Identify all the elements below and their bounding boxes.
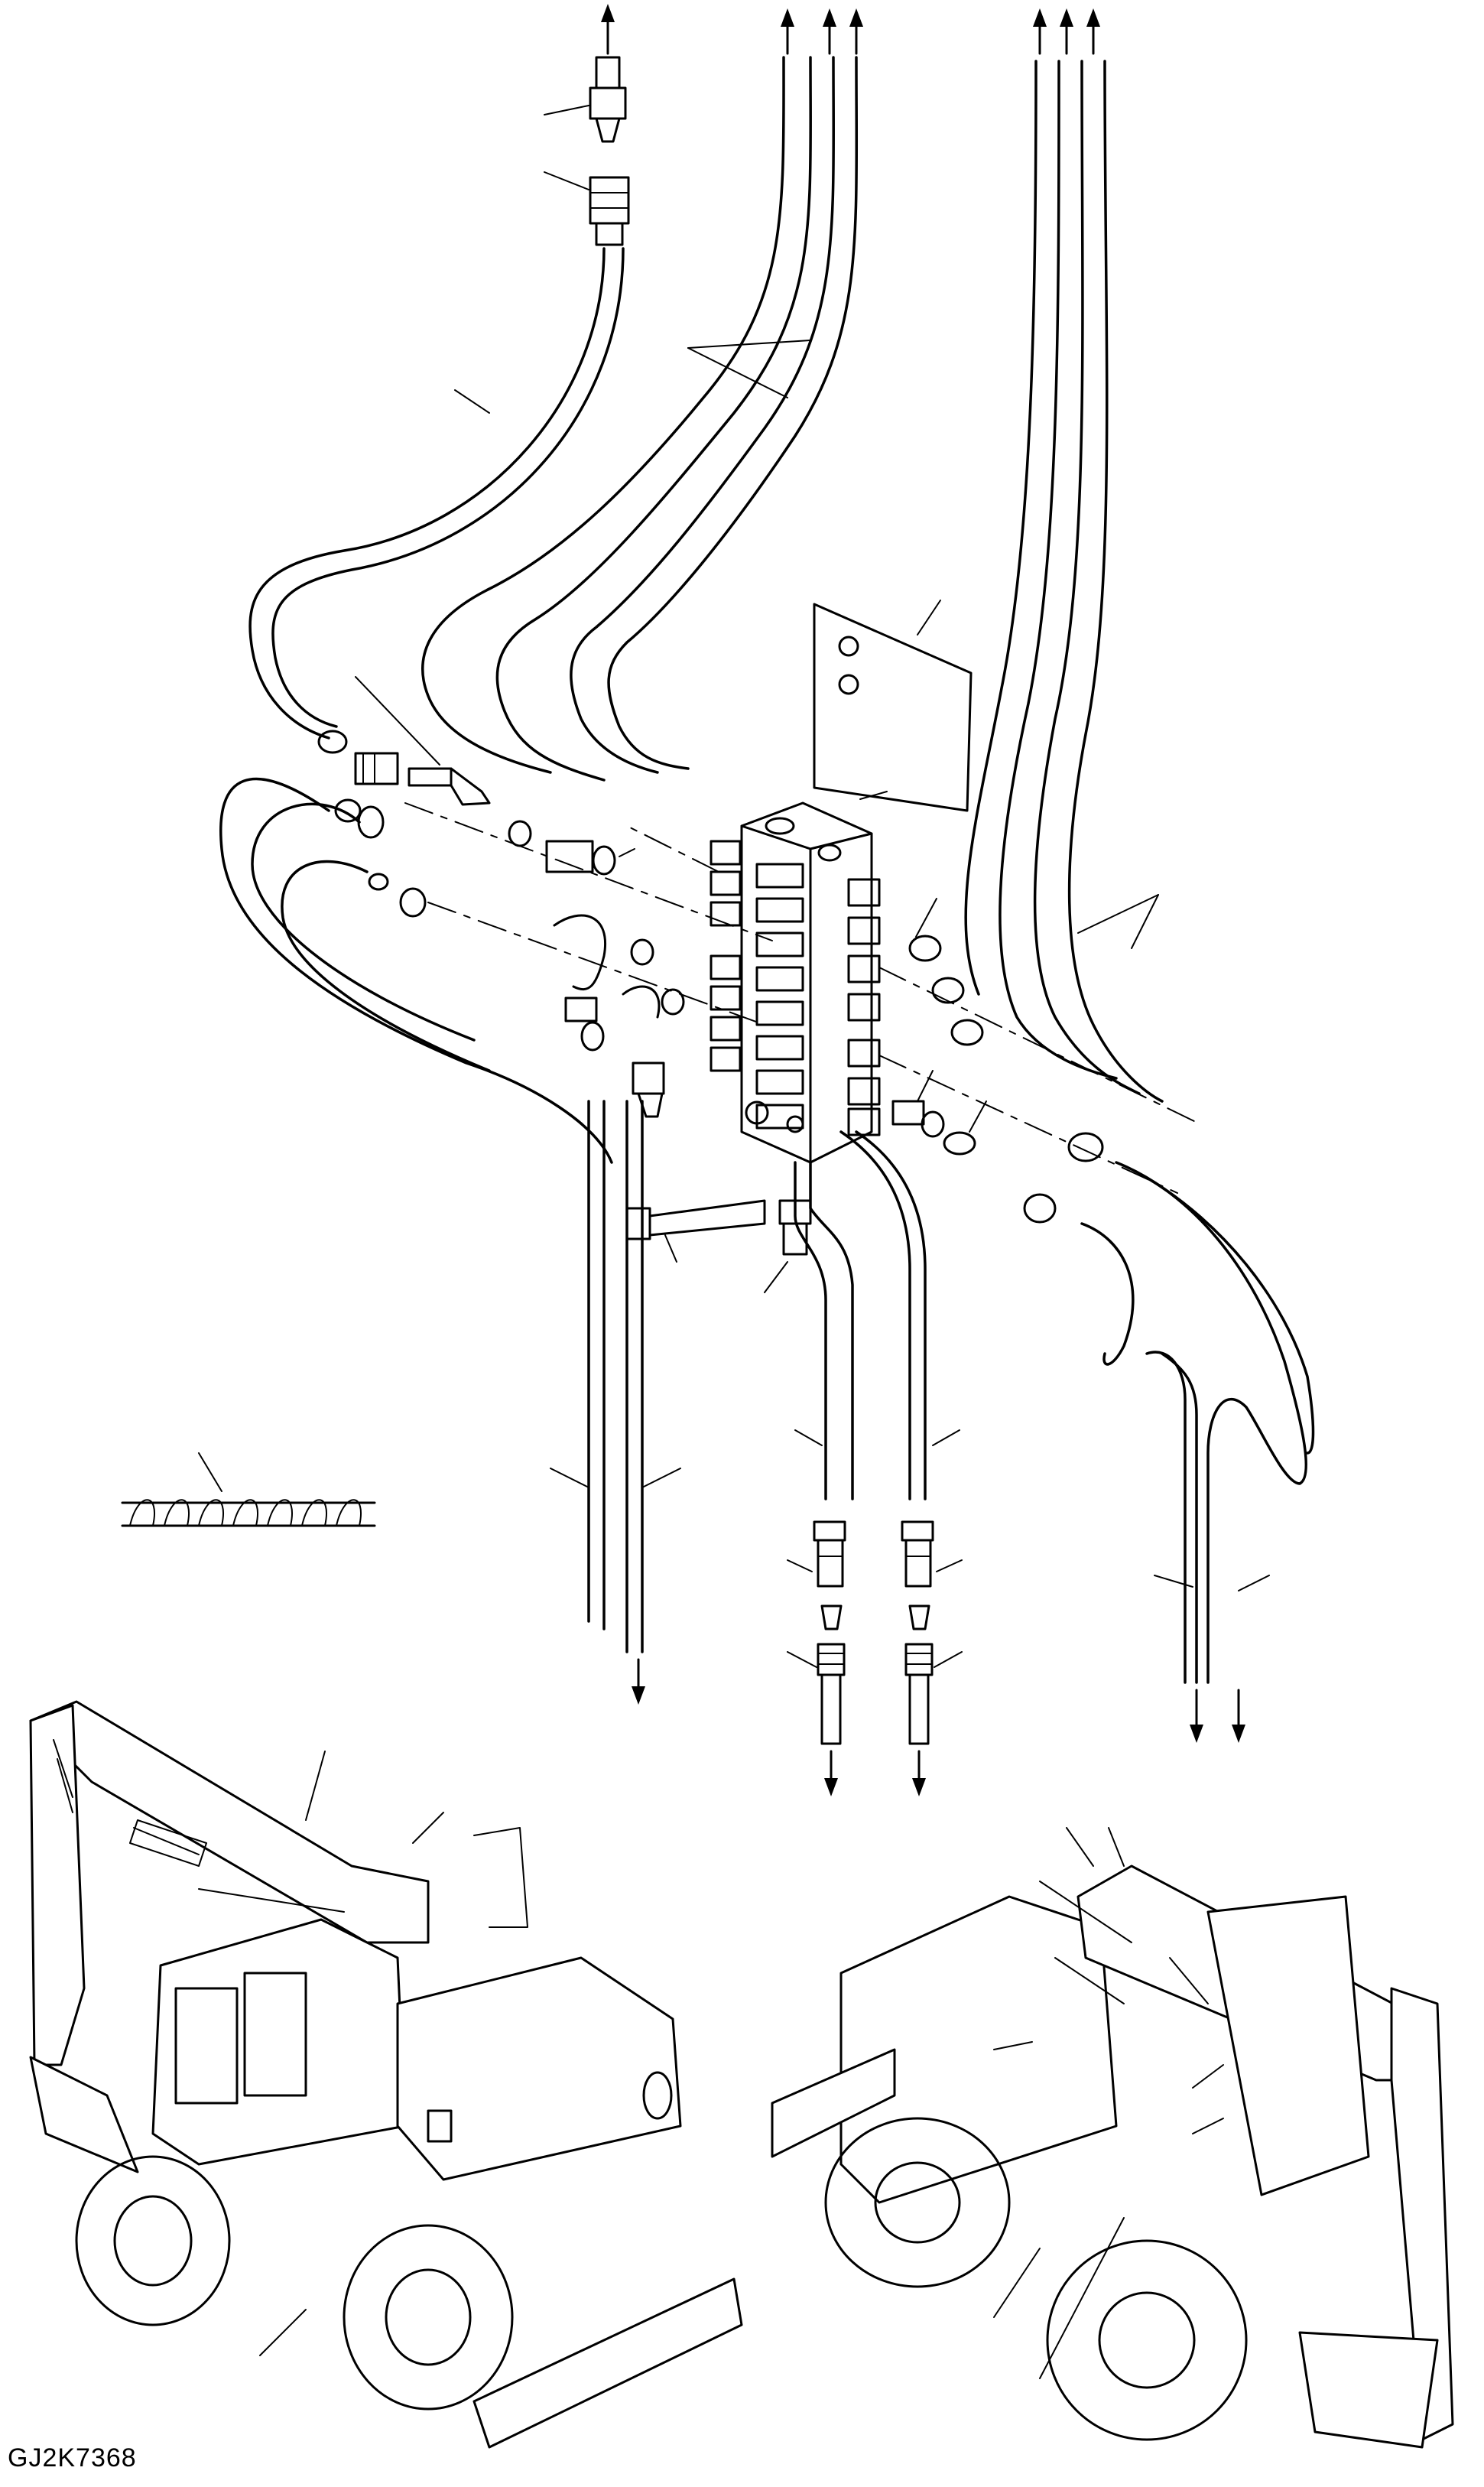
hose-center-down: [764, 1130, 960, 1500]
top-fitting-nut: [544, 171, 630, 246]
mounting-bolt: [625, 1199, 766, 1263]
mounting-bracket-plate: [813, 600, 973, 812]
spiral-hose-protector: [121, 1452, 376, 1527]
excavator-view-right: [771, 1827, 1454, 2449]
hose-loop-left-3: [281, 860, 491, 1072]
hose-bundle-right: [964, 60, 1164, 1103]
hose-right-down: [1080, 1161, 1315, 1743]
hose-top-left-2: [271, 247, 625, 728]
hose-end-left-3: [368, 873, 389, 891]
leader-hose-top-left: [454, 389, 490, 414]
bottom-center-fittings: [787, 1520, 963, 1796]
top-fitting-nipple: [544, 56, 627, 143]
excavator-view-left: [29, 1700, 743, 2449]
top-arrows-group: [601, 4, 1100, 55]
left-fittings: [317, 676, 685, 1118]
figure-id-label: GJ2K7368: [8, 2443, 137, 2472]
hose-loop-left-2: [251, 802, 476, 1042]
distributor-block: [710, 791, 888, 1164]
right-fittings: [891, 898, 1104, 1224]
hose-loop-left: [219, 777, 613, 1164]
hose-bundle-middle: [421, 56, 859, 782]
hose-left-down: [550, 1100, 681, 1705]
hose-top-left: [248, 247, 606, 740]
